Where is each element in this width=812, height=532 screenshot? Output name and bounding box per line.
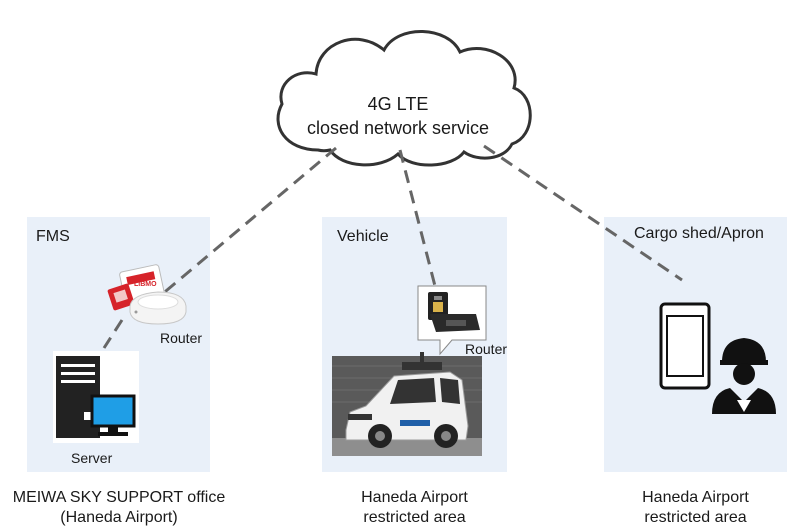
monitor-icon: [90, 394, 136, 436]
fms-sim-brand: LIBMO: [134, 281, 157, 288]
cargo-caption: Haneda Airport restricted area: [604, 488, 787, 528]
vehicle-caption: Haneda Airport restricted area: [322, 488, 507, 528]
cloud-shape: [276, 30, 532, 167]
cargo-caption-line2: restricted area: [644, 509, 747, 526]
link-cloud-fms: [159, 146, 337, 298]
fms-router-icon: [129, 291, 187, 325]
vehicle-title: Vehicle: [337, 228, 389, 245]
cloud-label: 4G LTE closed network service: [268, 92, 528, 140]
cargo-title: Cargo shed/Apron: [634, 225, 764, 242]
vehicle-caption-line2: restricted area: [363, 509, 466, 526]
cloud-label-line2: closed network service: [306, 118, 490, 138]
worker-icon: [712, 338, 776, 414]
link-cloud-vehicle: [398, 149, 437, 287]
vehicle-router-label: Router: [465, 341, 508, 357]
link-cloud-cargo: [483, 144, 683, 282]
cargo-caption-line1: Haneda Airport: [642, 489, 749, 506]
vehicle-router-callout: [417, 285, 487, 356]
fms-caption-line1: MEIWA SKY SUPPORT office: [12, 489, 226, 506]
vehicle-caption-line1: Haneda Airport: [361, 489, 468, 506]
fms-title: FMS: [36, 228, 70, 245]
vehicle-photo: [332, 352, 482, 456]
fms-caption-line2: (Haneda Airport): [60, 509, 178, 526]
fms-router-label: Router: [160, 330, 203, 346]
fms-server-label: Server: [71, 450, 113, 466]
tablet-icon: [659, 302, 711, 390]
fms-caption: MEIWA SKY SUPPORT office (Haneda Airport…: [0, 488, 238, 528]
cloud-label-line1: 4G LTE: [367, 94, 429, 114]
link-router-server: [102, 319, 124, 349]
